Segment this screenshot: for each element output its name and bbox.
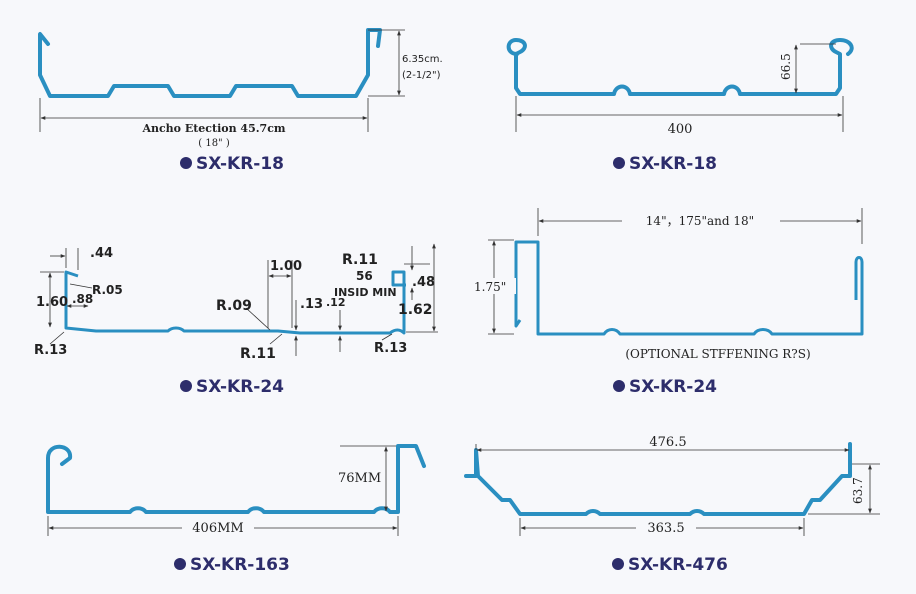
height-label: 6.35cm. (402, 54, 443, 65)
leader-line (245, 307, 271, 331)
label-backdrop (622, 212, 780, 228)
height-label: 66.5 (779, 53, 793, 80)
dim-12: .12 (326, 296, 346, 309)
leader-line (49, 331, 65, 345)
label-backdrop (470, 278, 516, 294)
dim-r11-top: R.11 (342, 252, 378, 268)
profile-shape (506, 38, 854, 96)
label-backdrop (636, 518, 696, 534)
profile-name: SX-KR-24 (196, 377, 284, 397)
profile-name: SX-KR-476 (628, 555, 728, 575)
profile-sx-kr-24-b: 14"，175"and 18" 1.75" (OPTIONAL STFFENIN… (470, 208, 864, 397)
dim-048: .48 (412, 275, 435, 290)
dim-162: 1.62 (398, 302, 433, 318)
dim-r13-right: R.13 (374, 341, 407, 356)
insid-min-label: INSID MIN (334, 286, 397, 299)
dim-56: 56 (356, 269, 373, 283)
dim-160: 1.60 (36, 295, 68, 310)
bullet-icon (180, 380, 192, 392)
top-width-label: 476.5 (649, 435, 686, 450)
height-inch-label: (2-1/2") (402, 70, 441, 81)
width-label: 14"，175"and 18" (646, 214, 754, 228)
width-label: 406MM (192, 521, 243, 536)
profile-shape (46, 444, 426, 514)
profile-sx-kr-163: 76MM 406MM SX-KR-163 (46, 444, 426, 575)
profile-shape (38, 28, 382, 98)
width-label: Ancho Etection 45.7cm (141, 122, 285, 135)
profile-shape (514, 240, 864, 336)
dim-r11-bottom: R.11 (240, 346, 276, 362)
width-label: 400 (668, 122, 693, 137)
height-label: 63.7 (851, 477, 865, 504)
dim-044: .44 (90, 246, 113, 261)
leader-line (269, 333, 283, 345)
dim-r05: R.05 (92, 283, 123, 297)
bullet-icon (612, 558, 624, 570)
label-backdrop (640, 432, 700, 448)
dim-100: 1.00 (270, 259, 302, 274)
profile-name: SX-KR-18 (629, 154, 717, 174)
height-label: 76MM (338, 471, 381, 486)
height-label: 1.75" (474, 280, 506, 294)
profile-sx-kr-24-a: .44 1.60 R.05 .88 R.13 1.00 R.09 .13 R.1… (34, 243, 438, 397)
bottom-width-label: 363.5 (647, 521, 684, 536)
profile-shape (464, 442, 852, 516)
profile-name: SX-KR-163 (190, 555, 290, 575)
profile-sx-kr-18-b: 66.5 400 SX-KR-18 (506, 38, 854, 174)
dim-r13: R.13 (34, 343, 67, 358)
profile-sx-kr-18-a: 6.35cm. (2-1/2") Ancho Etection 45.7cm (… (38, 28, 443, 174)
leader-line (381, 333, 393, 341)
bullet-icon (613, 157, 625, 169)
width-inch-label: ( 18" ) (198, 138, 230, 149)
dim-r09: R.09 (216, 298, 252, 314)
dim-13: .13 (300, 297, 323, 312)
bullet-icon (613, 380, 625, 392)
dim-088: .88 (72, 292, 93, 306)
note-label: (OPTIONAL STFFENING R?S) (625, 347, 810, 361)
profile-sx-kr-476: 476.5 63.7 363.5 SX-KR-476 (464, 432, 880, 575)
profile-shape (64, 270, 406, 335)
profile-name: SX-KR-24 (629, 377, 717, 397)
label-backdrop (182, 518, 254, 534)
bullet-icon (180, 157, 192, 169)
leader-line (69, 283, 93, 289)
profile-name: SX-KR-18 (196, 154, 284, 174)
bullet-icon (174, 558, 186, 570)
